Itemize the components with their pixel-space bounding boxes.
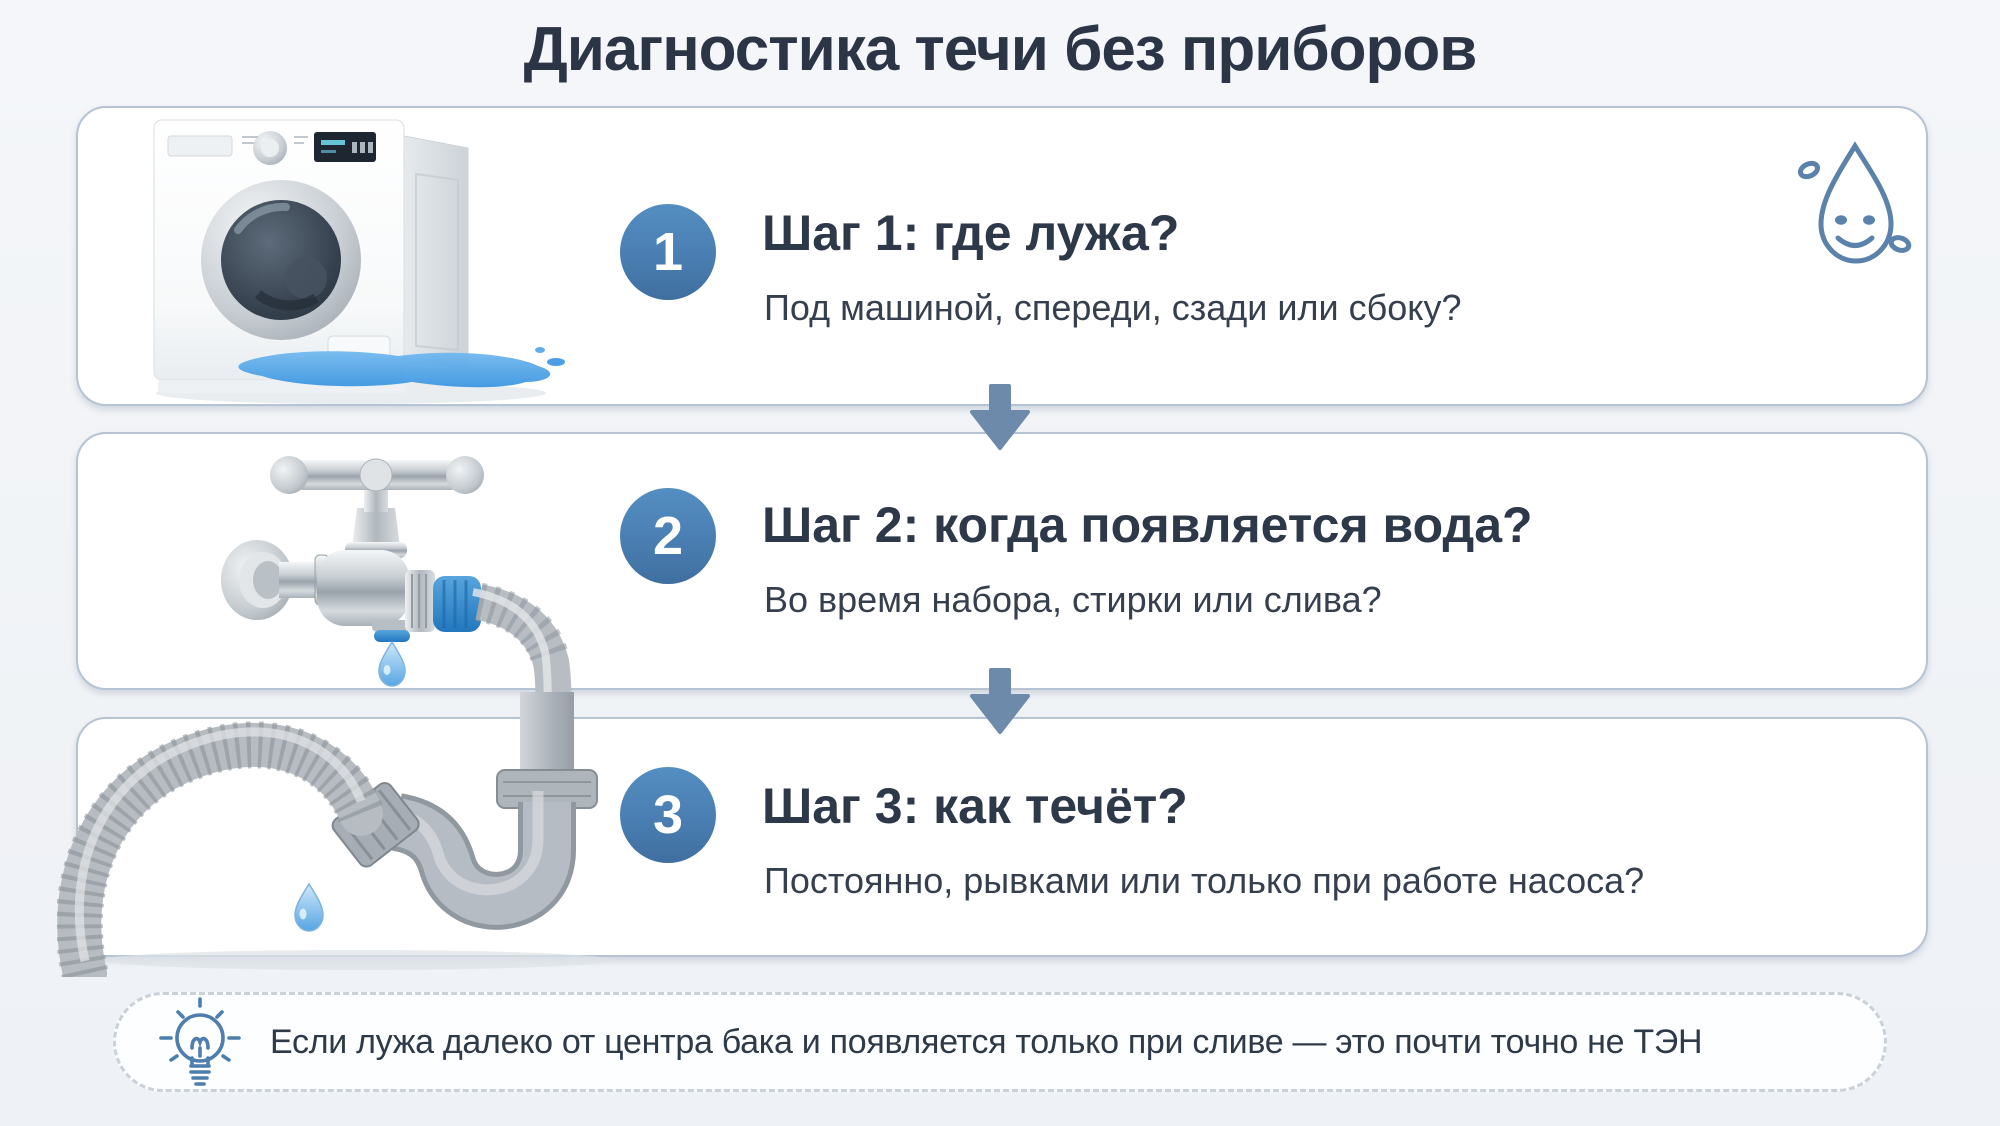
leak-puddle [238, 351, 551, 388]
corrugated-hose [57, 722, 383, 977]
step-1-subtitle: Под машиной, спереди, сзади или сбоку? [764, 287, 1462, 328]
page-title: Диагностика течи без приборов [523, 15, 1478, 84]
step-2-heading: Шаг 2: когда появляется вода? [762, 497, 1533, 553]
washer-door [201, 180, 361, 340]
step-card-3: 3 Шаг 3: как течёт? Постоянно, рывками и… [57, 692, 1928, 977]
tip-note: Если лужа далеко от центра бака и появля… [113, 992, 1887, 1092]
hose-clamp [331, 782, 420, 868]
step-3-number-badge: 3 [620, 767, 716, 863]
step-2-number-badge: 2 [620, 488, 716, 584]
step-2-number: 2 [652, 506, 684, 566]
blue-hose-nut [433, 576, 481, 632]
lightbulb-icon [159, 997, 241, 1086]
step-1-number-badge: 1 [620, 204, 716, 300]
step-1-number: 1 [652, 222, 684, 282]
arrow-down-icon [970, 668, 1030, 734]
floor-reflection [156, 382, 546, 404]
tip-note-text: Если лужа далеко от центра бака и появля… [270, 1022, 1703, 1061]
step-3-heading: Шаг 3: как течёт? [762, 778, 1188, 834]
step-card-2: 2 Шаг 2: когда появляется вода? Во время… [76, 432, 1928, 778]
handle-stem [364, 484, 388, 512]
water-drip [294, 882, 324, 932]
step-1-heading: Шаг 1: где лужа? [762, 205, 1180, 261]
step-card-1: 1 Шаг 1: где лужа? Под машиной, спереди,… [76, 106, 1928, 406]
water-drip [378, 640, 406, 687]
p-trap [392, 798, 571, 925]
step-2-subtitle: Во время набора, стирки или слива? [764, 579, 1382, 620]
arrow-down-icon [970, 384, 1030, 450]
drain-hose-siphon-illustration [57, 692, 612, 977]
step-3-number: 3 [652, 785, 684, 845]
drop-smiley-icon [1797, 141, 1912, 264]
standpipe [520, 692, 574, 780]
faucet-body [317, 550, 409, 626]
step-3-subtitle: Постоянно, рывками или только при работе… [764, 860, 1645, 901]
wall-flange [221, 540, 293, 620]
washing-machine-illustration [153, 119, 565, 404]
cross-handle [289, 460, 465, 490]
